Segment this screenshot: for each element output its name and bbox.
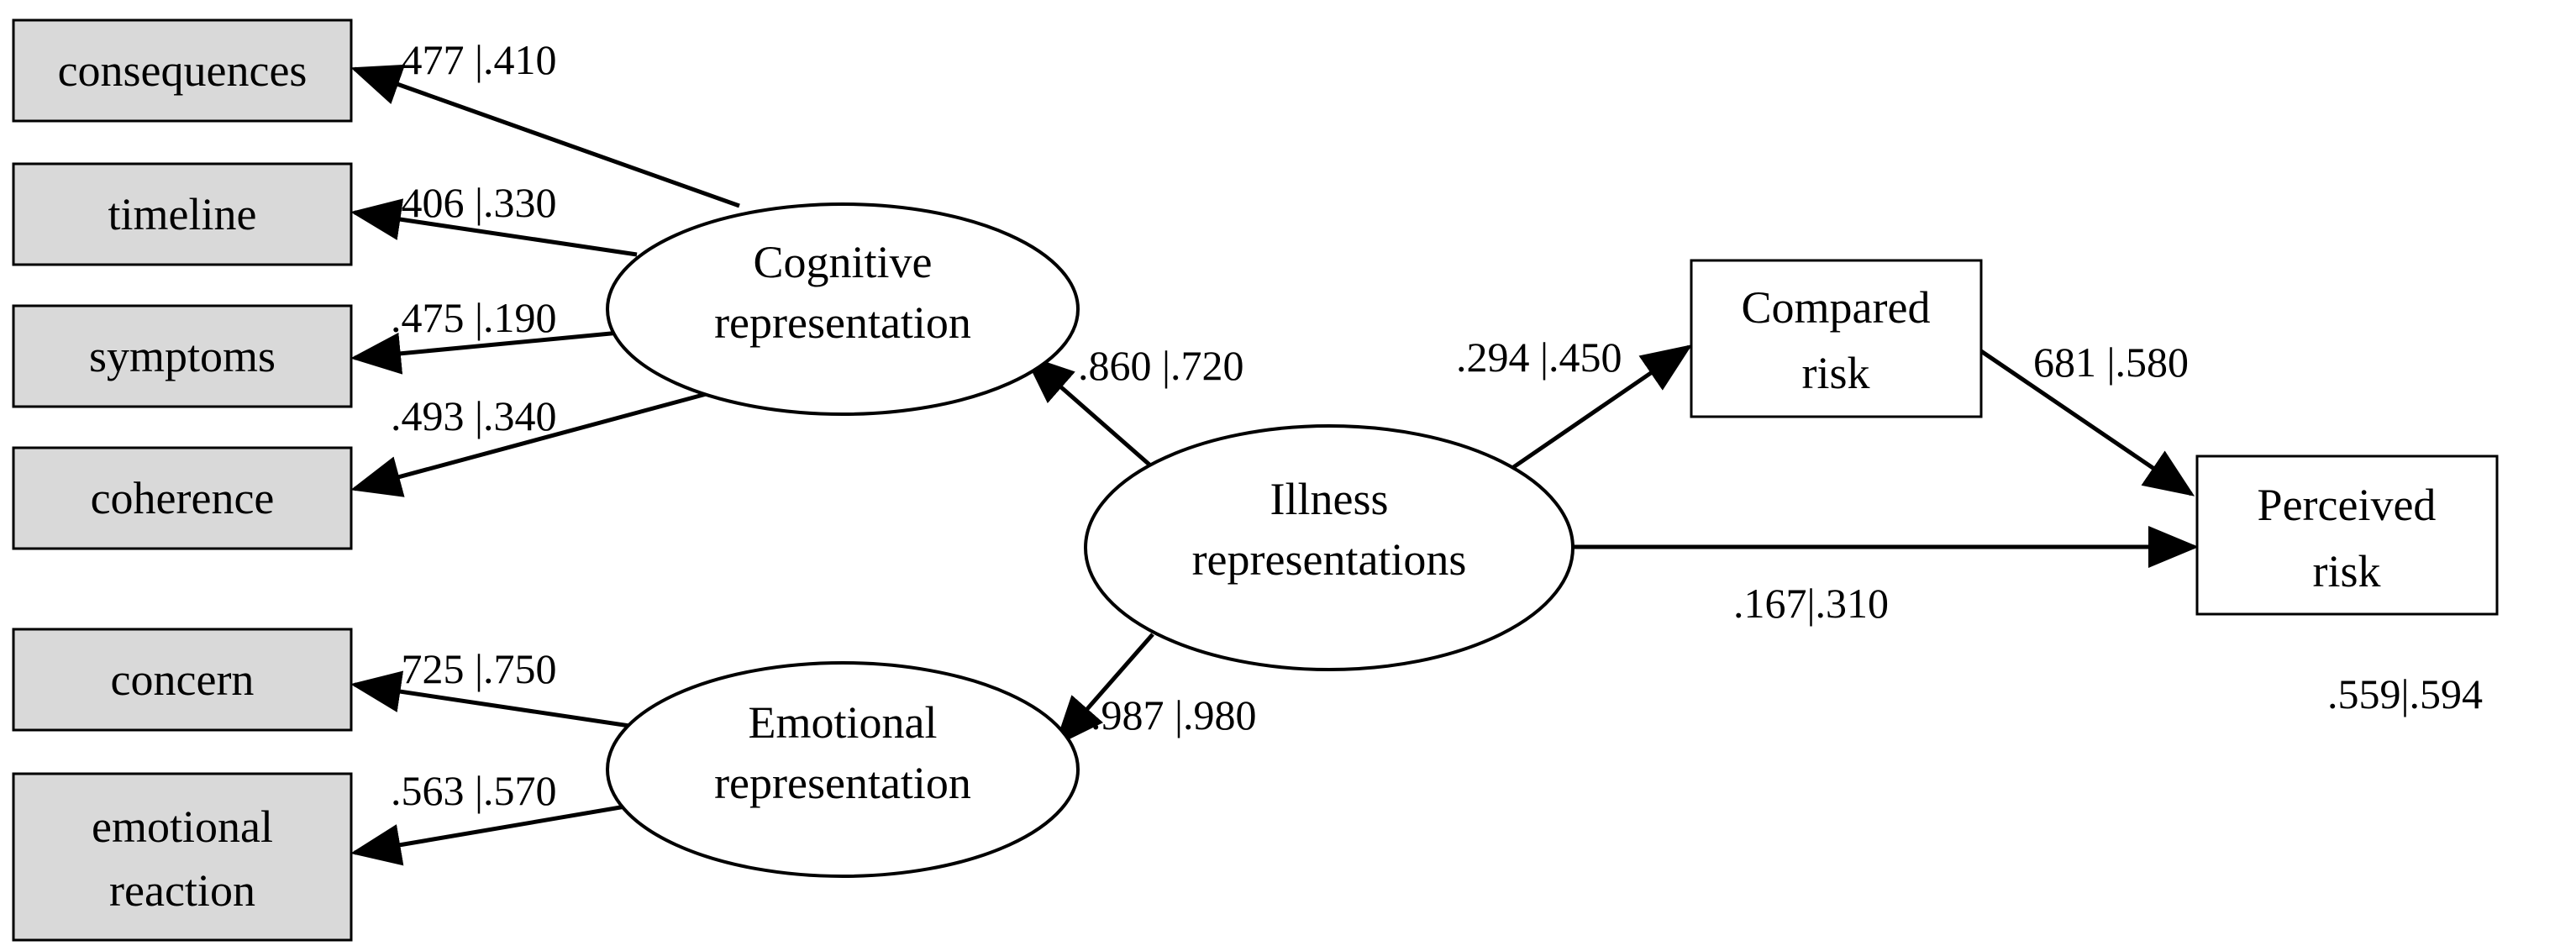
indicator-emotional-reaction: emotional reaction <box>12 772 353 942</box>
latent-illness: Illness representations <box>1084 424 1575 671</box>
label-symptoms: .475 |.190 <box>391 294 557 341</box>
label-emotional-reaction: .563 |.570 <box>391 767 557 814</box>
indicator-concern: concern <box>12 628 353 732</box>
edge-illness-cognitive <box>1023 354 1151 466</box>
label-illness-cognitive: .860 |.720 <box>1078 342 1244 389</box>
path-labels: .477 |.410 .406 |.330 .475 |.190 .493 |.… <box>391 36 2483 814</box>
label-concern: .725 |.750 <box>391 645 557 692</box>
label-illness-compared: .294 |.450 <box>1456 334 1622 381</box>
latent-illness-line2: representations <box>1192 534 1467 585</box>
indicator-symptoms: symptoms <box>12 304 353 408</box>
indicator-coherence-label: coherence <box>91 473 275 523</box>
indicator-timeline: timeline <box>12 162 353 266</box>
label-illness-perceived: .167|.310 <box>1733 580 1889 627</box>
label-coherence: .493 |.340 <box>391 392 557 439</box>
edge-cognitive-coherence <box>350 390 713 497</box>
indicator-emotional-reaction-line2: reaction <box>109 865 255 916</box>
indicator-consequences: consequences <box>12 18 353 123</box>
latent-emotional-line1: Emotional <box>749 697 938 748</box>
label-compared-perceived: 681 |.580 <box>2033 339 2189 386</box>
observed-compared-line2: risk <box>1802 348 1870 398</box>
observed-compared-risk: Compared risk <box>1690 259 1983 418</box>
latent-illness-line1: Illness <box>1270 474 1389 524</box>
label-illness-emotional: .987 |.980 <box>1091 691 1257 738</box>
observed-perceived-risk: Perceived risk <box>2195 454 2499 616</box>
latent-emotional: Emotional representation <box>606 661 1080 878</box>
edges <box>350 64 2199 866</box>
edge-cognitive-symptoms <box>350 329 629 375</box>
edge-cognitive-timeline <box>350 198 638 257</box>
edge-illness-emotional <box>1054 633 1154 747</box>
indicator-concern-label: concern <box>111 654 255 705</box>
edge-illness-compared <box>1511 344 1693 470</box>
indicator-consequences-label: consequences <box>58 45 308 96</box>
indicator-emotional-reaction-line1: emotional <box>92 801 273 852</box>
observed-perceived-line2: risk <box>2313 546 2381 596</box>
latent-cognitive-line2: representation <box>714 297 971 348</box>
latent-cognitive-line1: Cognitive <box>754 237 933 287</box>
edge-emotional-reaction <box>350 802 636 866</box>
edge-cognitive-consequences <box>350 64 740 208</box>
label-perceived-r2: .559|.594 <box>2327 670 2483 717</box>
indicator-timeline-label: timeline <box>108 189 257 239</box>
label-consequences: .477 |.410 <box>391 36 557 83</box>
observed-perceived-line1: Perceived <box>2258 480 2437 530</box>
edge-emotional-concern <box>350 670 636 729</box>
indicator-symptoms-label: symptoms <box>89 331 276 381</box>
latent-emotional-line2: representation <box>714 758 971 808</box>
indicator-coherence: coherence <box>12 446 353 550</box>
label-timeline: .406 |.330 <box>391 179 557 226</box>
edge-compared-perceived <box>1979 349 2195 497</box>
observed-compared-line1: Compared <box>1742 282 1931 333</box>
latent-cognitive: Cognitive representation <box>606 202 1080 416</box>
